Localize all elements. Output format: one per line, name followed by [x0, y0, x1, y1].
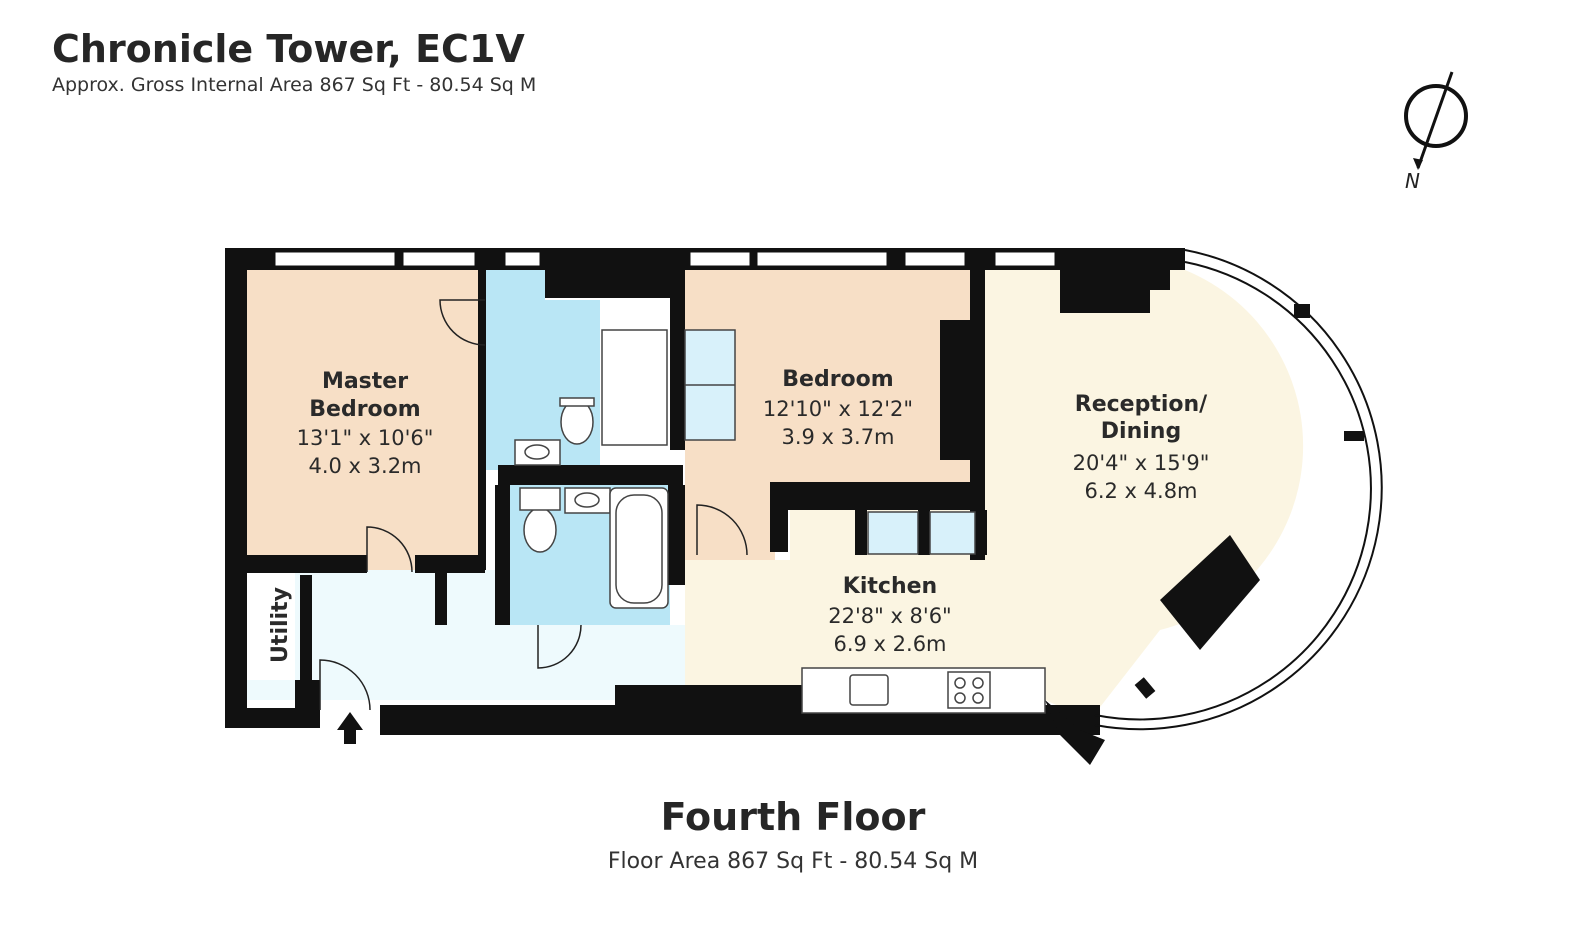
floor-title: Fourth Floor — [661, 795, 926, 839]
master-bedroom-dim-metric: 4.0 x 3.2m — [308, 454, 421, 478]
kitchen-counter — [801, 667, 1046, 714]
doors — [319, 299, 748, 711]
reception-label: Reception/ Dining 20'4" x 15'9" 6.2 x 4.… — [1073, 392, 1210, 503]
kitchen-label: Kitchen 22'8" x 8'6" 6.9 x 2.6m — [828, 574, 951, 656]
fixtures — [514, 329, 1046, 714]
utility-label: Utility — [268, 587, 293, 663]
kitchen-name: Kitchen — [843, 574, 937, 599]
floor-area: Floor Area 867 Sq Ft - 80.54 Sq M — [608, 849, 978, 874]
north-compass-icon: N — [1404, 71, 1468, 193]
kitchen-dim-imperial: 22'8" x 8'6" — [828, 604, 951, 628]
kitchen-cabinet — [867, 511, 919, 555]
hob — [947, 671, 991, 709]
reception-name-1: Reception/ — [1075, 392, 1208, 417]
property-title: Chronicle Tower, EC1V — [52, 27, 525, 71]
north-label: N — [1405, 169, 1420, 193]
bedroom-fill — [685, 270, 970, 560]
room-fills — [245, 270, 1304, 720]
kitchen-sink — [849, 674, 889, 706]
master-bedroom-dim-imperial: 13'1" x 10'6" — [297, 426, 434, 450]
bay-window — [1094, 249, 1383, 731]
master-bedroom-name-2: Bedroom — [309, 397, 420, 422]
reception-fill — [685, 270, 1304, 720]
reception-dim-imperial: 20'4" x 15'9" — [1073, 451, 1210, 475]
utility-fill — [245, 570, 295, 680]
entrance-arrow-icon — [337, 712, 363, 744]
master-bedroom-label: Master Bedroom 13'1" x 10'6" 4.0 x 3.2m — [297, 369, 434, 478]
bedroom-name: Bedroom — [782, 367, 893, 392]
bedroom-label: Bedroom 12'10" x 12'2" 3.9 x 3.7m — [763, 367, 913, 449]
reception-dim-metric: 6.2 x 4.8m — [1084, 479, 1197, 503]
shower-tray — [601, 329, 668, 446]
bedroom-dim-imperial: 12'10" x 12'2" — [763, 397, 913, 421]
reception-name-2: Dining — [1101, 419, 1181, 444]
hallway-fill — [245, 570, 685, 700]
bedroom-dim-metric: 3.9 x 3.7m — [781, 425, 894, 449]
bath-toilet — [523, 507, 557, 553]
kitchen-dim-metric: 6.9 x 2.6m — [833, 632, 946, 656]
windows — [274, 251, 1056, 267]
master-bedroom-name-1: Master — [322, 369, 408, 394]
gross-area-subtitle: Approx. Gross Internal Area 867 Sq Ft - … — [52, 74, 536, 96]
